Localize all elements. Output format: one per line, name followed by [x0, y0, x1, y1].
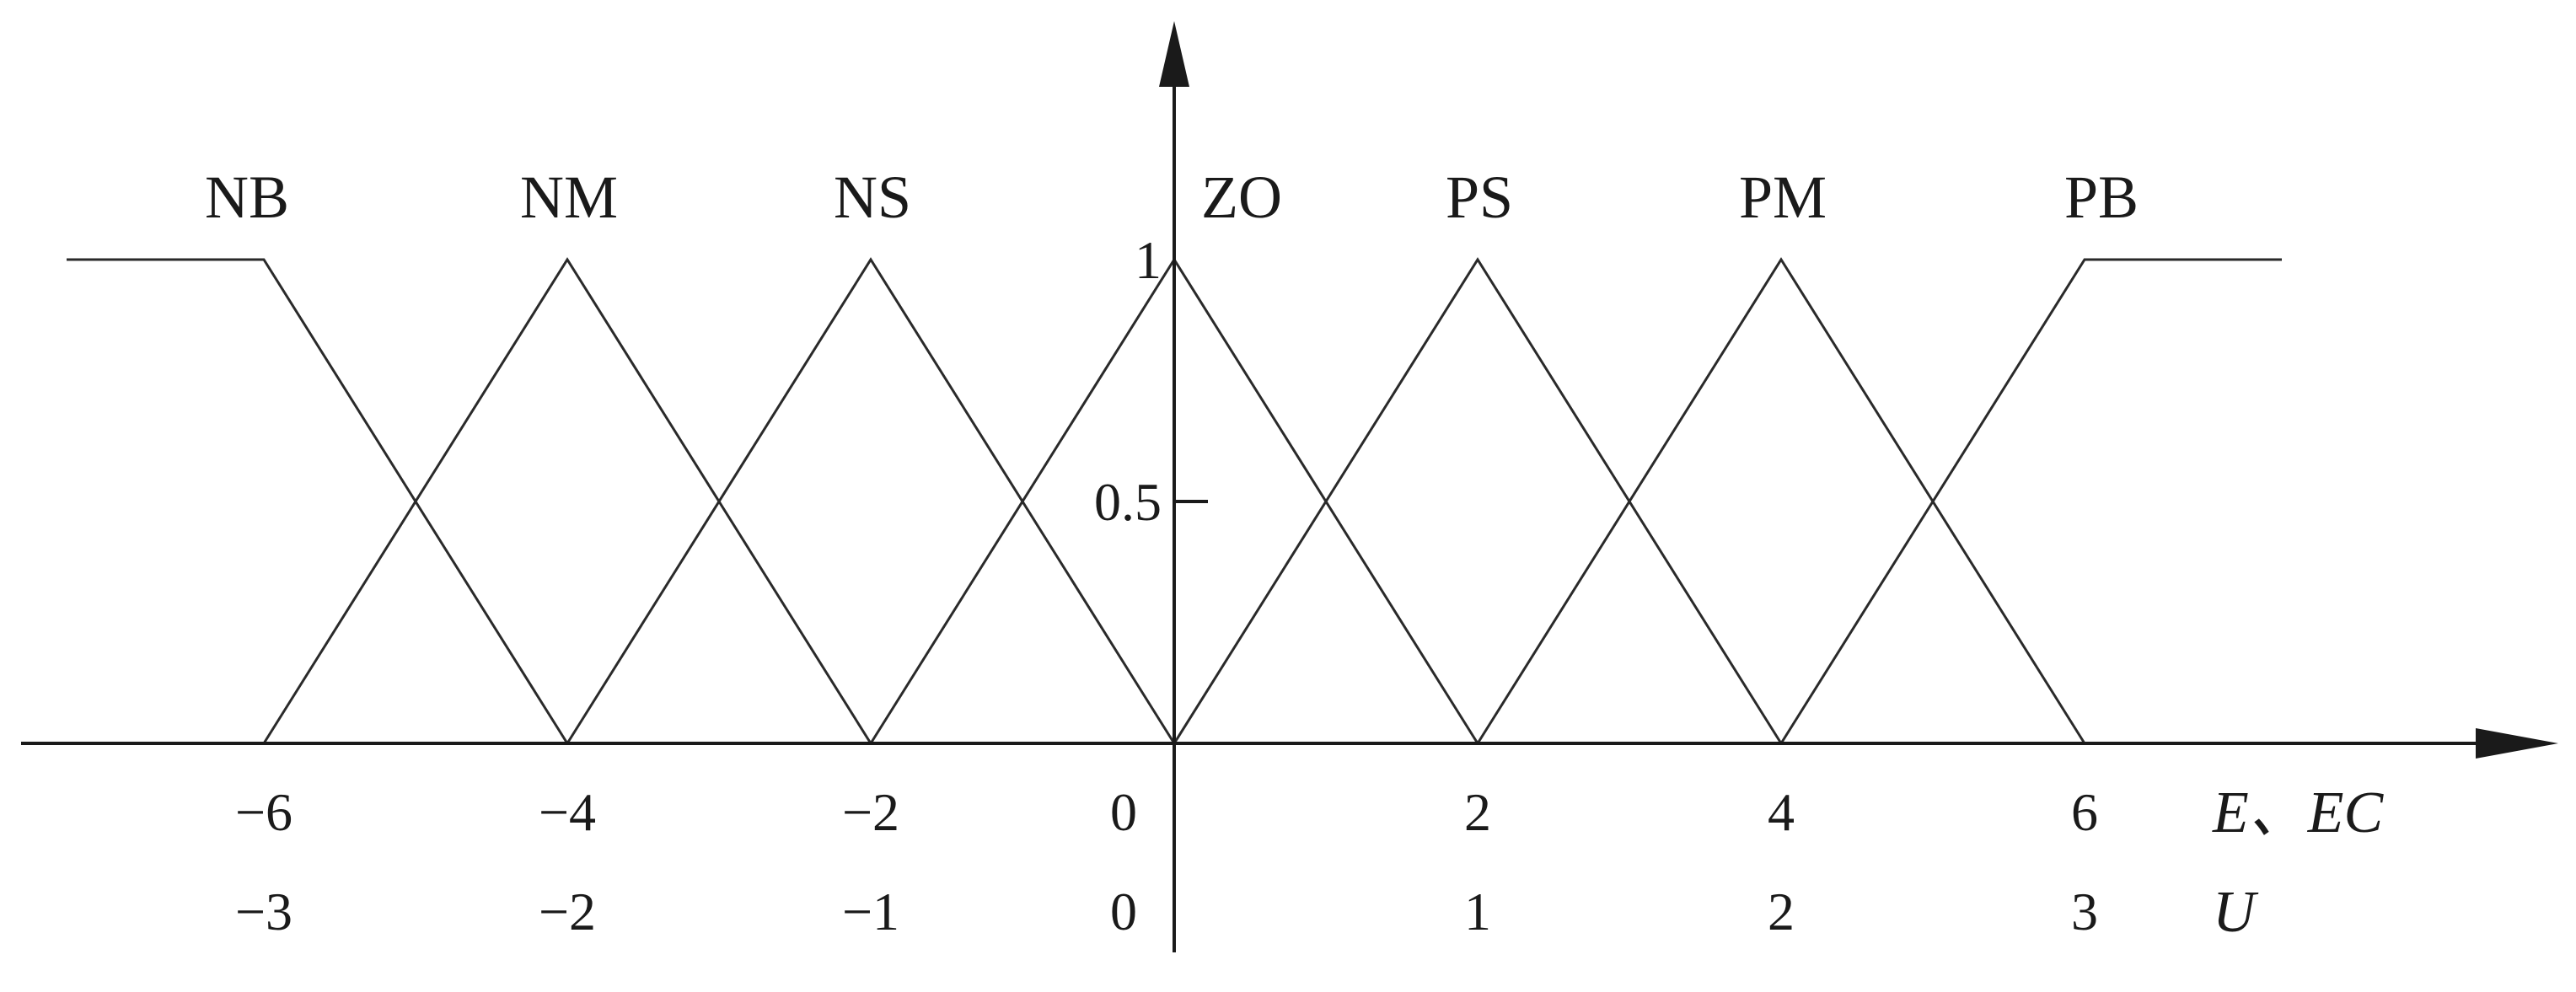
series-label-ps: PS	[1446, 164, 1513, 231]
mf-series-ns	[566, 257, 1176, 744]
mf-series-pm	[1476, 257, 2086, 744]
u-tick-label-0-3: 0	[1110, 882, 1137, 941]
mf-series-ps	[1173, 257, 1783, 744]
u-tick-label-3-0: −3	[235, 882, 292, 941]
x-tick-label-6-0: −6	[235, 782, 292, 842]
mf-series-nb	[67, 258, 569, 744]
series-label-pm: PM	[1739, 164, 1827, 231]
mf-series-pb	[1779, 258, 2282, 744]
mf-series-nm	[262, 257, 872, 744]
series-label-nb: NB	[205, 164, 289, 231]
x-axis-name: E、EC	[2212, 780, 2385, 845]
series-label-zo: ZO	[1201, 164, 1282, 231]
membership-functions	[67, 257, 2282, 744]
series-label-nm: NM	[520, 164, 618, 231]
u-tick-label-2-1: −2	[539, 882, 596, 941]
x-tick-label-0-3: 0	[1110, 782, 1137, 842]
x-tick-label-2-4: 2	[1464, 782, 1491, 842]
y-tick-label-1: 1	[1135, 230, 1162, 290]
y-axis-arrow	[1159, 21, 1189, 87]
y-tick-label-0-5: 0.5	[1094, 472, 1162, 532]
series-label-pb: PB	[2064, 164, 2139, 231]
u-tick-label-3-6: 3	[2071, 882, 2098, 941]
x-tick-label-6-6: 6	[2071, 782, 2098, 842]
u-axis-name: U	[2213, 880, 2259, 945]
x-tick-label-4-5: 4	[1768, 782, 1795, 842]
labels: NB NM NS ZO PS PM PB 0.5 1 −6 −4 −2 0 2 4 6 −3 −2 −1 0 1 2 3 E、…	[205, 164, 2385, 945]
x-tick-label-2-2: −2	[842, 782, 899, 842]
x-axis-arrow	[2476, 728, 2558, 759]
series-label-ns: NS	[834, 164, 911, 231]
axes	[21, 21, 2558, 952]
x-tick-label-4-1: −4	[539, 782, 596, 842]
u-tick-label-1-2: −1	[842, 882, 899, 941]
u-tick-label-1-4: 1	[1464, 882, 1491, 941]
u-tick-label-2-5: 2	[1768, 882, 1795, 941]
